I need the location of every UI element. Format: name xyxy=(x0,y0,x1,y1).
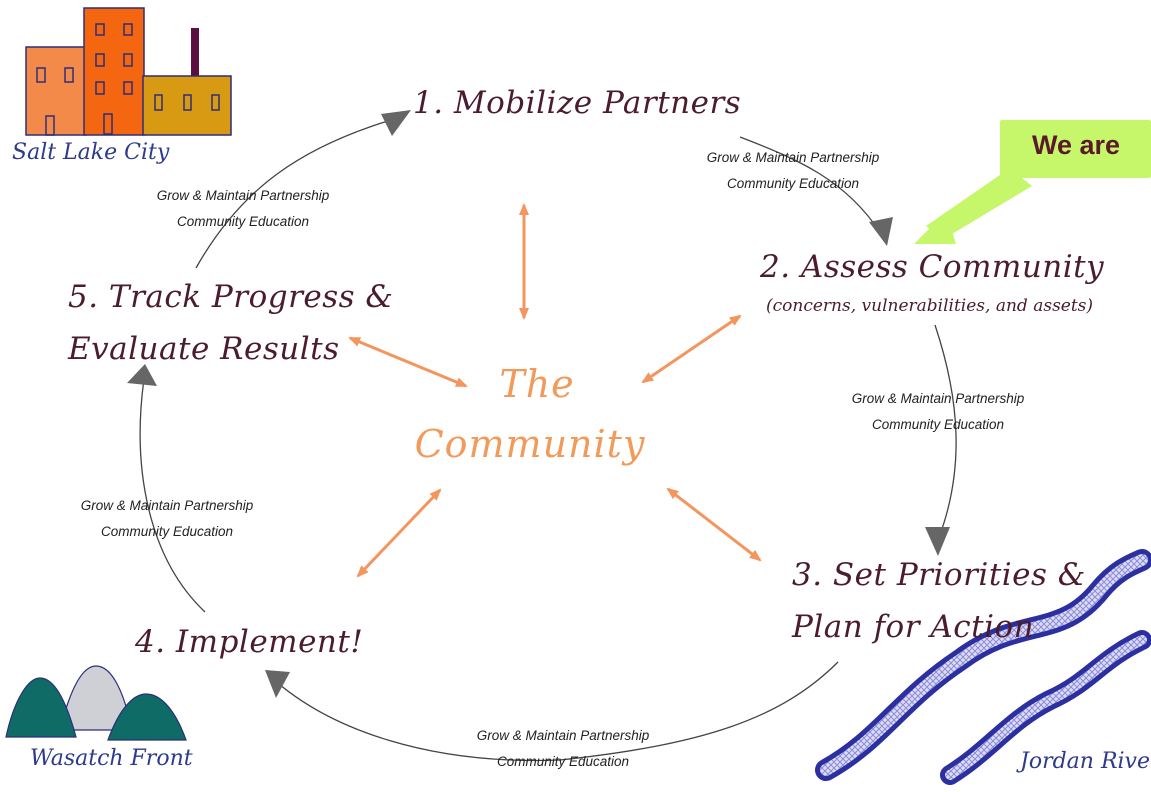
arc-4-to-5 xyxy=(139,371,206,613)
step-3-label-line1: 3. Set Priorities & xyxy=(792,557,1086,593)
step-2-label: 2. Assess Community xyxy=(760,249,1105,285)
step-5-label-line2: Evaluate Results xyxy=(68,331,340,367)
note-line-education: Community Education xyxy=(176,214,310,229)
river-label: Jordan River xyxy=(1020,749,1151,774)
note-line-partnership: Grow & Maintain Partnership xyxy=(706,150,880,165)
note-arc-1-2: Grow & Maintain Partnership Community Ed… xyxy=(698,145,888,197)
arrow-center-step4 xyxy=(356,488,442,578)
note-line-partnership: Grow & Maintain Partnership xyxy=(851,391,1025,406)
arrowhead-to-step5 xyxy=(127,364,157,386)
note-line-education: Community Education xyxy=(871,417,1005,432)
step-2-sublabel: (concerns, vulnerabilities, and assets) xyxy=(766,296,1094,316)
arrowhead-to-step2 xyxy=(869,217,893,246)
river-icon xyxy=(815,549,1151,785)
mountains-icon xyxy=(5,665,187,741)
note-line-education: Community Education xyxy=(726,176,860,191)
city-label: Salt Lake City xyxy=(12,140,170,165)
arc-2-to-3 xyxy=(934,324,957,541)
city-buildings-icon xyxy=(25,7,232,136)
arc-5-to-1 xyxy=(195,115,406,269)
arrow-center-step5 xyxy=(348,336,468,388)
arrowhead-to-step4 xyxy=(265,670,290,698)
note-line-education: Community Education xyxy=(100,524,234,539)
cycle-arrowheads xyxy=(127,110,950,698)
community-arrows xyxy=(348,203,762,578)
callout-label: We are xyxy=(1032,130,1121,160)
arc-1-to-2 xyxy=(739,136,881,233)
step-3-label-line2: Plan for Action xyxy=(792,609,1035,645)
center-label-line2: Community xyxy=(414,422,646,466)
arrowhead-to-step3 xyxy=(925,527,950,556)
callout-arrow xyxy=(914,120,1151,244)
note-line-partnership: Grow & Maintain Partnership xyxy=(156,188,330,203)
cycle-arcs xyxy=(139,115,957,762)
note-arc-5-1: Grow & Maintain Partnership Community Ed… xyxy=(148,183,338,235)
center-label-line1: The xyxy=(499,362,575,406)
step-1-label: 1. Mobilize Partners xyxy=(413,85,742,121)
step-4-label: 4. Implement! xyxy=(135,624,364,660)
step-5-label-line1: 5. Track Progress & xyxy=(68,279,394,315)
mountains-label: Wasatch Front xyxy=(30,746,193,771)
note-arc-3-4: Grow & Maintain Partnership Community Ed… xyxy=(468,723,658,775)
note-arc-4-5: Grow & Maintain Partnership Community Ed… xyxy=(72,493,262,545)
note-arc-2-3: Grow & Maintain Partnership Community Ed… xyxy=(843,386,1033,438)
arrow-center-step3 xyxy=(666,487,762,562)
note-line-partnership: Grow & Maintain Partnership xyxy=(476,728,650,743)
arrowhead-to-step1 xyxy=(381,110,411,136)
arc-3-to-4 xyxy=(271,661,839,762)
arrow-center-step2 xyxy=(641,314,742,384)
note-line-education: Community Education xyxy=(496,754,630,769)
note-line-partnership: Grow & Maintain Partnership xyxy=(80,498,254,513)
